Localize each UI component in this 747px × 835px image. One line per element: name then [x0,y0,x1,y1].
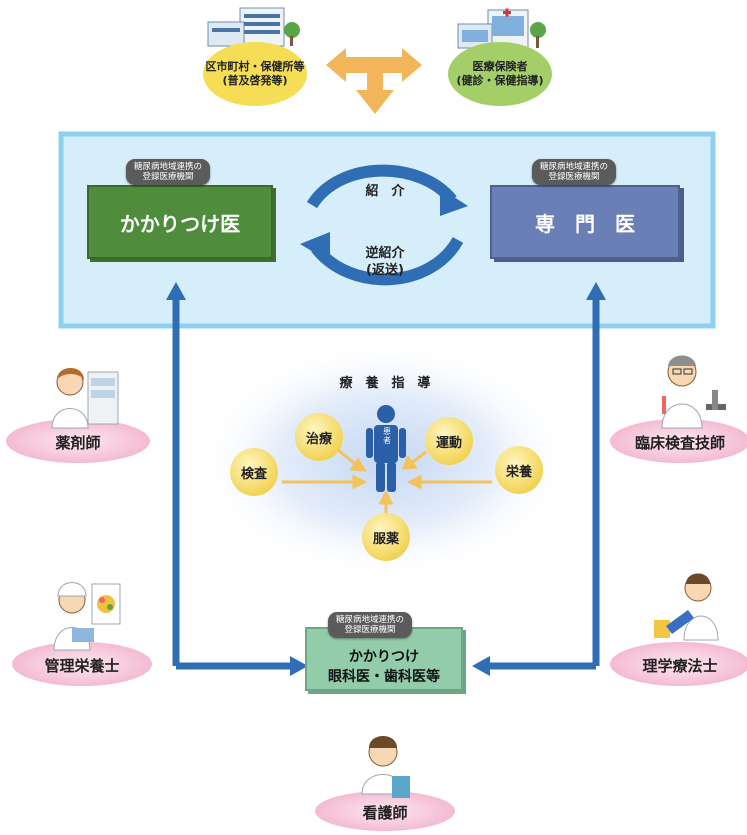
left-vertical-arrow [166,282,308,676]
registered-tag-left: 糖尿病地域連携の 登録医療機関 [126,159,211,186]
nurse-ellipse [315,791,455,831]
family-doctor-box [87,185,276,262]
right-vertical-arrow [472,282,606,676]
physio-ellipse [610,642,747,686]
registered-tag-bottom: 糖尿病地域連携の 登録医療機関 [328,612,413,639]
nurse-label: 看護師 [362,804,408,822]
insurer-label: 医療保険者 (健診・保健指導) [456,60,544,87]
eye-dental-line1: かかりつけ [348,649,420,665]
exercise-label: 運動 [435,435,462,451]
eye-dental-line2: 眼科医・歯科医等 [328,669,440,685]
family-doctor-label: かかりつけ医 [119,211,241,236]
hospital-building-icon [457,8,546,49]
exercise-circle [425,417,473,465]
referral-label: 紹 介 [365,184,405,199]
reverse-referral-label: 逆紹介 (返送) [365,246,405,278]
lab-tech-label: 臨床検査技師 [634,434,725,452]
medication-circle [362,513,410,561]
municipality-label: 区市町村・保健所等 (普及啓発等) [205,60,305,87]
lab-tech-ellipse [610,419,747,463]
nutrition-circle [495,446,543,494]
dietitian-person-icon [53,582,121,651]
care-guidance-title: 療 養 指 導 [339,376,431,391]
dietitian-label: 管理栄養士 [44,657,120,675]
dietitian-ellipse [12,642,152,686]
exam-label: 検査 [240,466,267,482]
eye-dental-box [305,627,466,694]
referral-arrow [306,164,457,209]
reverse-referral-arrow [311,236,464,286]
registered-tag-right: 糖尿病地域連携の 登録医療機関 [532,159,617,186]
physio-label: 理学療法士 [642,657,718,675]
medication-label: 服薬 [372,531,399,547]
municipality-circle [203,42,307,106]
exam-circle [230,448,278,496]
insurer-circle [448,42,552,106]
patient-figure-icon [366,405,406,492]
physio-person-icon [654,573,719,641]
city-hall-icon [207,7,300,47]
specialist-box [490,185,684,262]
specialist-label: 専 門 医 [535,211,635,236]
treatment-circle [295,413,343,461]
pharmacist-person-icon [51,368,119,429]
pharmacist-label: 薬剤師 [55,434,101,452]
treatment-label: 治療 [305,431,332,447]
nurse-person-icon [361,736,410,798]
pharmacist-ellipse [6,419,150,463]
orange-t-arrow [326,48,422,114]
lab-tech-person-icon [661,355,726,429]
nutrition-label: 栄養 [505,464,532,480]
patient-label: 患者 [383,427,391,445]
